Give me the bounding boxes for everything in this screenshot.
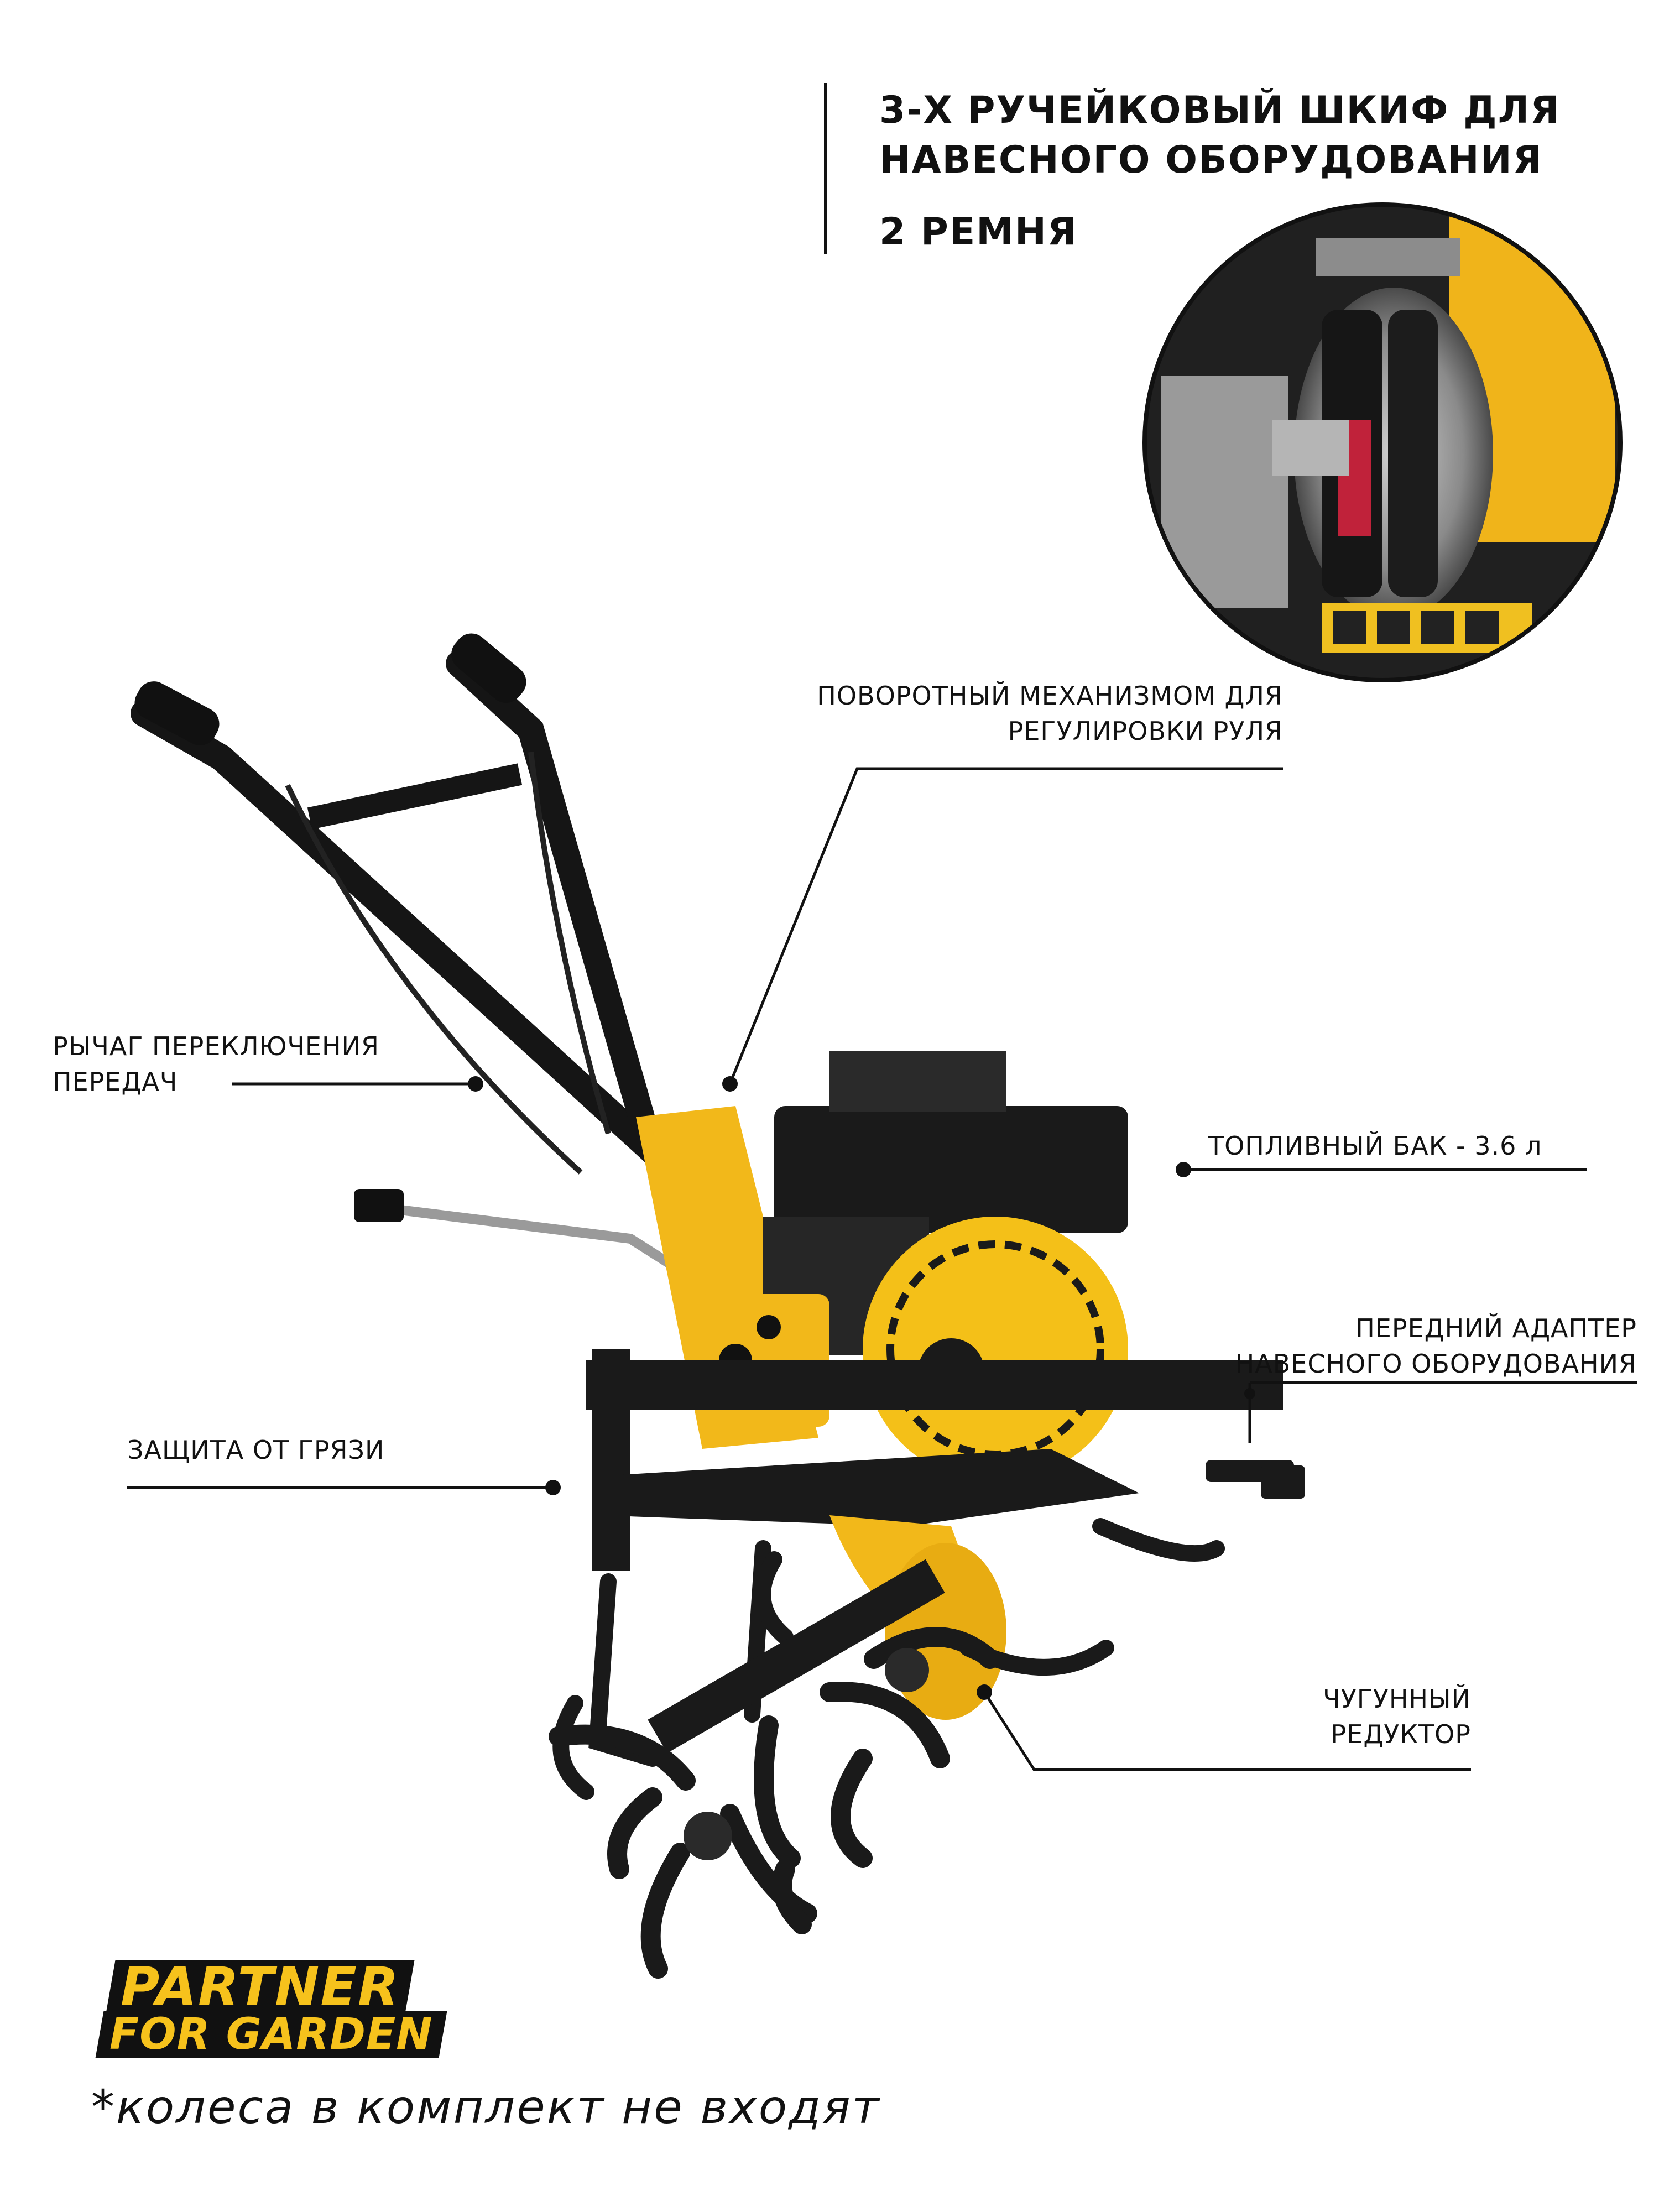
- logo-line1: PARTNER: [121, 1956, 400, 2018]
- callout-gear-lever-line1: РЫЧАГ ПЕРЕКЛЮЧЕНИЯ: [53, 1031, 379, 1061]
- header-subtitle: 2 РЕМНЯ: [879, 210, 1078, 254]
- header-block: 3-Х РУЧЕЙКОВЫЙ ШКИФ ДЛЯ НАВЕСНОГО ОБОРУД…: [879, 86, 1560, 257]
- callout-mud-guard-line1: ЗАЩИТА ОТ ГРЯЗИ: [127, 1435, 385, 1465]
- callout-fuel-tank: ТОПЛИВНЫЙ БАК - 3.6 л: [1208, 1128, 1542, 1164]
- partner-for-garden-logo: PARTNER FOR GARDEN: [95, 1956, 509, 2060]
- callout-gear-lever: РЫЧАГ ПЕРЕКЛЮЧЕНИЯ ПЕРЕДАЧ: [53, 1029, 379, 1099]
- tiller-machine-image: 7.0: [131, 633, 1305, 1979]
- callout-front-adapter-line1: ПЕРЕДНИЙ АДАПТЕР: [1355, 1313, 1637, 1343]
- logo-line1-box: PARTNER: [106, 1956, 415, 2018]
- callout-leader-lines: [127, 767, 1637, 1771]
- header-divider: [824, 83, 827, 254]
- callout-steering-line1: ПОВОРОТНЫЙ МЕХАНИЗМОМ ДЛЯ: [817, 681, 1283, 711]
- callout-gear-lever-line2: ПЕРЕДАЧ: [53, 1067, 178, 1097]
- callout-dots: [468, 1076, 1255, 1700]
- callout-fuel-tank-line1: ТОПЛИВНЫЙ БАК - 3.6 л: [1208, 1131, 1542, 1161]
- logo-line2: FOR GARDEN: [109, 2010, 433, 2059]
- callout-mud-guard: ЗАЩИТА ОТ ГРЯЗИ: [127, 1432, 384, 1468]
- callout-front-adapter-line2: НАВЕСНОГО ОБОРУДОВАНИЯ: [1235, 1349, 1637, 1379]
- callout-front-adapter: ПЕРЕДНИЙ АДАПТЕР НАВЕСНОГО ОБОРУДОВАНИЯ: [1139, 1311, 1637, 1381]
- callout-gearbox: ЧУГУННЫЙ РЕДУКТОР: [1217, 1681, 1471, 1752]
- callout-steering-line2: РЕГУЛИРОВКИ РУЛЯ: [1008, 716, 1283, 746]
- logo-line2-box: FOR GARDEN: [95, 2010, 447, 2059]
- callout-steering-mechanism: ПОВОРОТНЫЙ МЕХАНИЗМОМ ДЛЯ РЕГУЛИРОВКИ РУ…: [697, 678, 1283, 749]
- footnote: *колеса в комплект не входят: [91, 2080, 881, 2134]
- callout-gearbox-line2: РЕДУКТОР: [1331, 1719, 1471, 1749]
- pulley-closeup-image: [1142, 202, 1623, 682]
- header-title-line2: НАВЕСНОГО ОБОРУДОВАНИЯ: [879, 138, 1543, 182]
- callout-gearbox-line1: ЧУГУННЫЙ: [1323, 1684, 1471, 1714]
- header-title-line1: 3-Х РУЧЕЙКОВЫЙ ШКИФ ДЛЯ: [879, 88, 1561, 132]
